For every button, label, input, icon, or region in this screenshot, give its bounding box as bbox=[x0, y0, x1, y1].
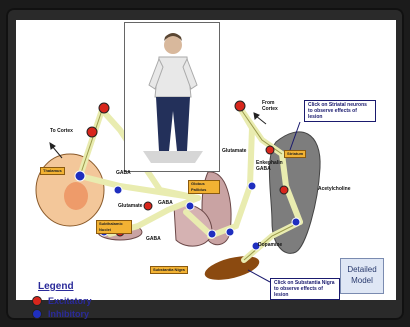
legend-excitatory: Excitatory bbox=[32, 296, 92, 306]
label-enkephalin-gaba: Enkephalin GABA bbox=[256, 160, 284, 172]
thalamus-core bbox=[64, 182, 88, 210]
tag-globus-pallidus[interactable]: Globus Pallidus bbox=[188, 180, 220, 194]
tag-substantia-nigra[interactable]: Substantia Nigra bbox=[150, 266, 188, 274]
legend-title: Legend bbox=[38, 281, 74, 292]
legend-excitatory-label: Excitatory bbox=[48, 296, 92, 306]
label-gaba-top: GABA bbox=[116, 170, 131, 176]
detailed-model-button[interactable]: Detailed Model bbox=[340, 258, 384, 294]
tag-striatum[interactable]: Striatum bbox=[284, 150, 306, 158]
label-gaba-low: GABA bbox=[146, 236, 161, 242]
callout-line-substantia bbox=[248, 270, 270, 282]
legend-inhibitory: Inhibitory bbox=[32, 309, 89, 319]
label-glutamate-top: Glutamate bbox=[222, 148, 246, 154]
callout-substantia[interactable]: Click on Substantia Nigra to observe eff… bbox=[270, 278, 340, 300]
label-glutamate-left: Glutamate bbox=[118, 203, 142, 209]
label-acetylcholine: Acetylcholine bbox=[318, 186, 351, 192]
tag-thalamus[interactable]: Thalamus bbox=[40, 167, 65, 175]
label-gaba-mid: GABA bbox=[158, 200, 173, 206]
tag-subthalamic[interactable]: Subthalamic Nuclei bbox=[96, 220, 132, 234]
callout-striatal[interactable]: Click on Striatal neurons to observe eff… bbox=[304, 100, 376, 122]
patient-figure-panel bbox=[124, 22, 220, 172]
label-dopamine: Dopamine bbox=[258, 242, 282, 248]
patient-figure bbox=[125, 23, 221, 173]
excitatory-dot-icon bbox=[32, 296, 42, 306]
inhibitory-dot-icon bbox=[32, 309, 42, 319]
label-to-cortex: To Cortex bbox=[50, 128, 73, 134]
label-from-cortex: From Cortex bbox=[262, 100, 288, 112]
legend-inhibitory-label: Inhibitory bbox=[48, 309, 89, 319]
